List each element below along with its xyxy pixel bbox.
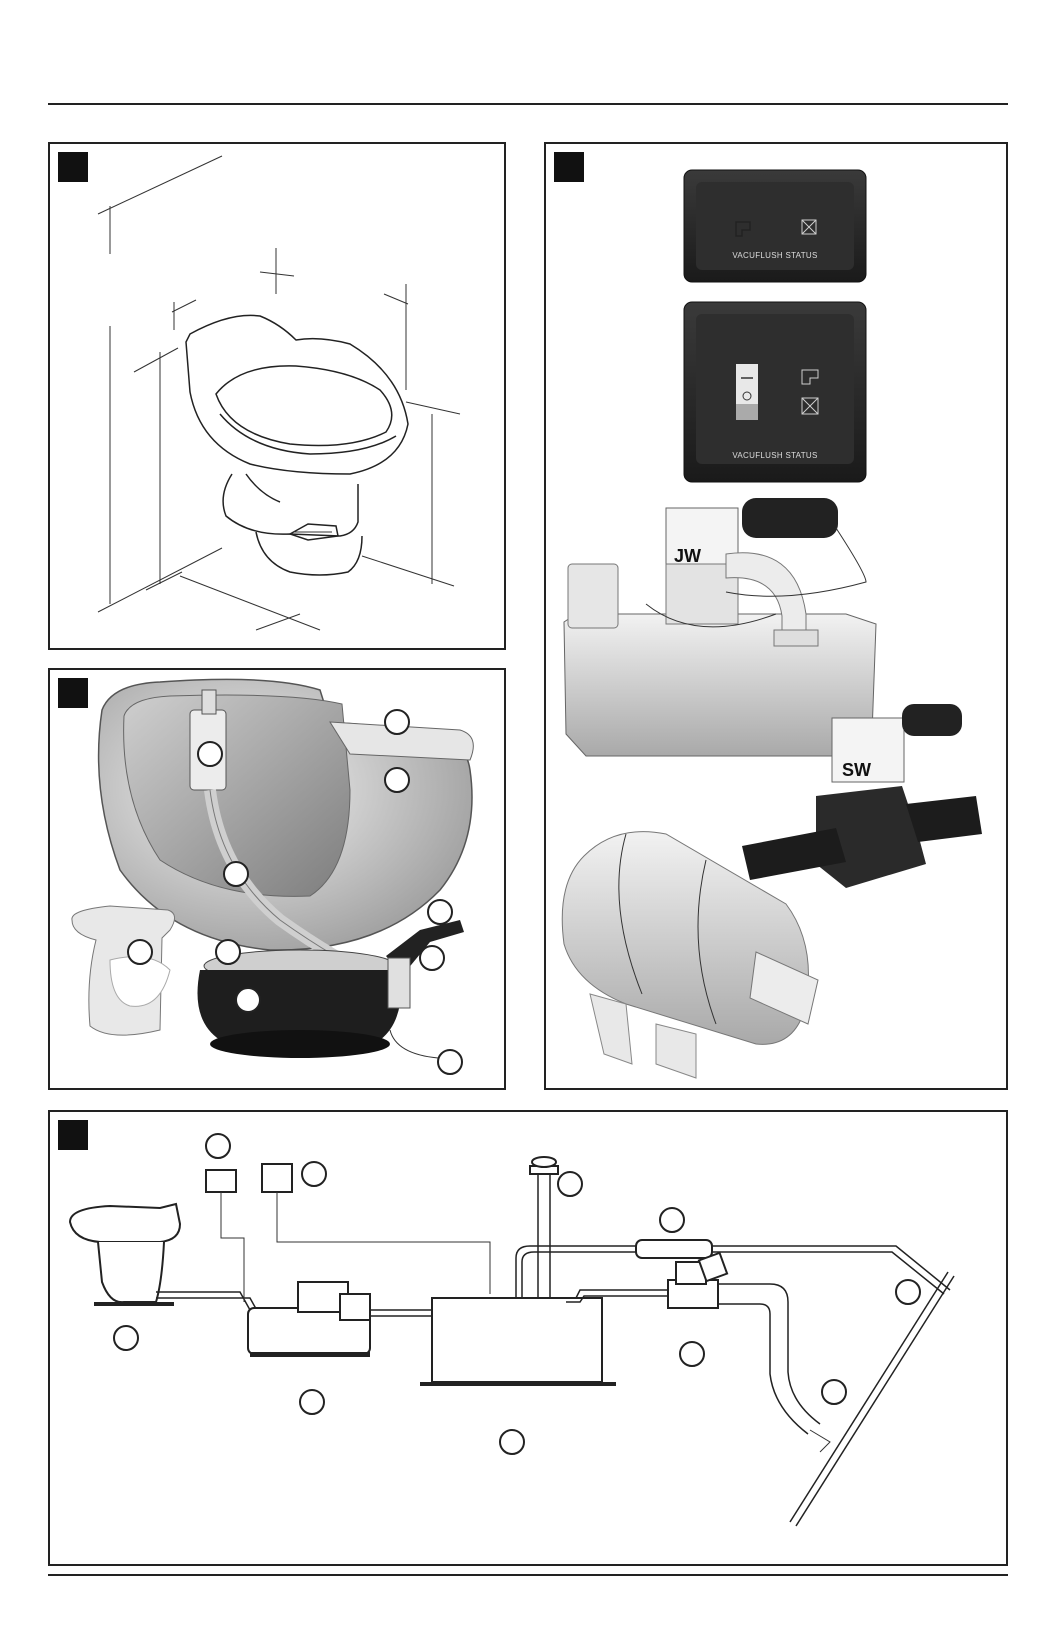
status-panel-small: VACUFLUSH STATUS (684, 170, 866, 282)
panel-toilet-dimensions (48, 142, 506, 650)
callout-circle (420, 946, 444, 970)
diagram-vacuum-generator (248, 1282, 370, 1357)
callout-circle (216, 940, 240, 964)
footer-rule (48, 1574, 1008, 1576)
callout-circle (206, 1134, 230, 1158)
diagram-control-box (262, 1164, 292, 1192)
callout-circle (428, 900, 452, 924)
callout-circle (114, 1326, 138, 1350)
toilet-dimension-drawing (50, 144, 506, 650)
status-panel-small-label: VACUFLUSH STATUS (732, 251, 817, 260)
diagram-discharge-pump (668, 1253, 727, 1308)
discharge-pump-logo: SW (842, 760, 871, 780)
callout-circle (558, 1172, 582, 1196)
toilet-components-photo (50, 670, 506, 1090)
callout-circle (385, 768, 409, 792)
panel-toilet-components (48, 668, 506, 1090)
status-panel-large-label: VACUFLUSH STATUS (732, 451, 817, 460)
callout-circle (896, 1280, 920, 1304)
diagram-vent-filter (636, 1240, 712, 1258)
callout-circle (128, 940, 152, 964)
callout-circle (680, 1342, 704, 1366)
diagram-holding-tank (420, 1298, 616, 1386)
callout-circle (822, 1380, 846, 1404)
diagram-control-box (206, 1170, 236, 1192)
header-rule (48, 103, 1008, 105)
system-layout-diagram (50, 1112, 1008, 1566)
components-photos: VACUFLUSH STATUS VACUFLUSH STATUS JW (546, 144, 1008, 1090)
callout-circle (438, 1050, 462, 1074)
callout-circle (302, 1162, 326, 1186)
vacuum-generator-logo: JW (674, 546, 701, 566)
callout-circle (500, 1430, 524, 1454)
panel-system-layout (48, 1110, 1008, 1566)
callout-circle (385, 710, 409, 734)
vacuum-generator: JW (564, 498, 876, 756)
callout-circle (198, 742, 222, 766)
panel-system-components: VACUFLUSH STATUS VACUFLUSH STATUS JW (544, 142, 1008, 1090)
callout-circle (224, 862, 248, 886)
callout-circle (236, 988, 260, 1012)
callout-circle (660, 1208, 684, 1232)
callout-circle (300, 1390, 324, 1414)
status-panel-large: VACUFLUSH STATUS (684, 302, 866, 482)
diagram-toilet (70, 1204, 180, 1306)
